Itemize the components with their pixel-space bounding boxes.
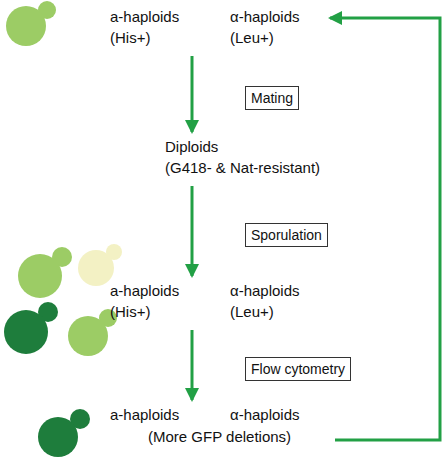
flow-arrow: [191, 186, 194, 276]
stage-text: (G418- & Nat-resistant): [165, 159, 320, 177]
stage-text: (Leu+): [230, 29, 274, 47]
stage-text: Diploids: [165, 138, 218, 156]
stage-text: a-haploids: [110, 8, 179, 26]
stage-text: α-haploids: [230, 8, 300, 26]
stage-text: α-haploids: [230, 406, 300, 424]
yeast-cell: [6, 1, 56, 46]
yeast-cell: [38, 409, 90, 457]
yeast-cell: [18, 247, 72, 298]
yeast-cell: [78, 244, 122, 286]
stage-group: a-haploids α-haploids (More GFP deletions): [108, 406, 323, 450]
stage-text: (His+): [110, 29, 150, 47]
yeast-cell: [68, 309, 117, 356]
step-box: Mating: [245, 86, 299, 110]
stage-text: (Leu+): [230, 303, 274, 321]
stage-text: a-haploids: [110, 406, 179, 424]
yeast-cell: [4, 302, 58, 354]
stage-text: a-haploids: [110, 282, 179, 300]
stage-group: a-haploids (His+) α-haploids (Leu+): [108, 282, 308, 324]
stage-text: (More GFP deletions): [148, 428, 291, 446]
step-box: Flow cytometry: [245, 357, 351, 381]
stage-text: (His+): [110, 303, 150, 321]
flow-arrow: [191, 330, 194, 400]
flow-arrow: [191, 56, 194, 132]
stage-group: a-haploids (His+) α-haploids (Leu+): [108, 8, 308, 50]
stage-group: Diploids (G418- & Nat-resistant): [163, 138, 343, 180]
step-box: Sporulation: [245, 223, 328, 247]
stage-text: α-haploids: [230, 282, 300, 300]
